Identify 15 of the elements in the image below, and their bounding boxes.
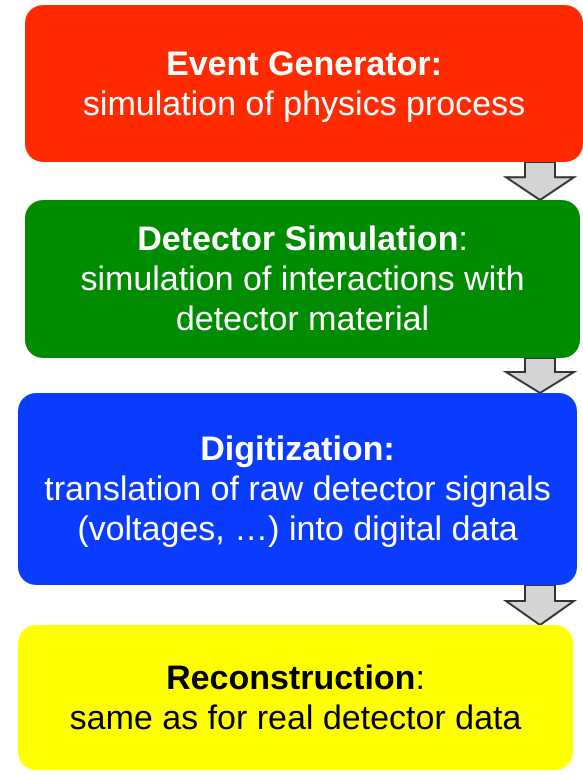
box-description: translation of raw detector signals (voltages, …) into digital data <box>43 469 552 549</box>
block-arrow <box>502 357 578 394</box>
box-heading: Digitization: <box>200 429 395 469</box>
box-description: simulation of interactions with detector material <box>79 259 526 339</box>
box-heading: Detector Simulation: <box>137 219 468 259</box>
box-heading: Event Generator: <box>166 44 442 84</box>
process-box <box>18 393 577 585</box>
box-heading: Reconstruction: <box>166 658 425 698</box>
block-arrow <box>502 584 578 626</box>
box-description: same as for real detector data <box>70 698 522 738</box>
process-box <box>25 5 583 162</box>
box-description: simulation of physics process <box>82 84 526 124</box>
process-box <box>25 200 580 358</box>
block-arrow <box>502 161 578 202</box>
process-box <box>18 625 573 770</box>
